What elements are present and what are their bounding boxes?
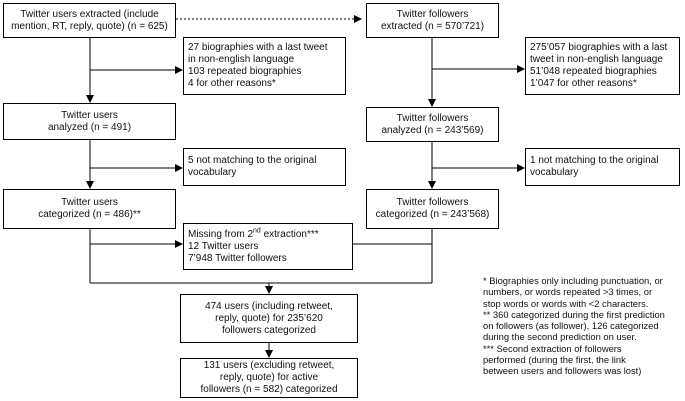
followers-excluded-box: 275’057 biographies with a last tweet in…: [525, 37, 680, 95]
followers-analyzed-box: Twitter followers analyzed (n = 243’569): [366, 107, 499, 142]
combined-all-box: 474 users (including retweet, reply, quo…: [180, 294, 358, 343]
footnotes: * Biographies only including punctuation…: [483, 275, 665, 377]
users-analyzed-box: Twitter users analyzed (n = 491): [3, 103, 176, 140]
users-extracted-box: Twitter users extracted (include mention…: [3, 3, 176, 38]
missing-second-extraction-box: Missing from 2nd extraction*** 12 Twitte…: [183, 223, 353, 270]
followers-not-matching-box: 1 not matching to the original vocabular…: [525, 148, 680, 186]
followers-extracted-box: Twitter followers extracted (n = 570’721…: [366, 3, 499, 38]
users-categorized-box: Twitter users categorized (n = 486)**: [3, 189, 176, 229]
combined-active-box: 131 users (excluding retweet, reply, quo…: [180, 358, 358, 398]
users-excluded-box: 27 biographies with a last tweet in non-…: [183, 37, 346, 95]
users-not-matching-box: 5 not matching to the original vocabular…: [183, 148, 346, 186]
followers-categorized-box: Twitter followers categorized (n = 243’5…: [366, 189, 499, 229]
